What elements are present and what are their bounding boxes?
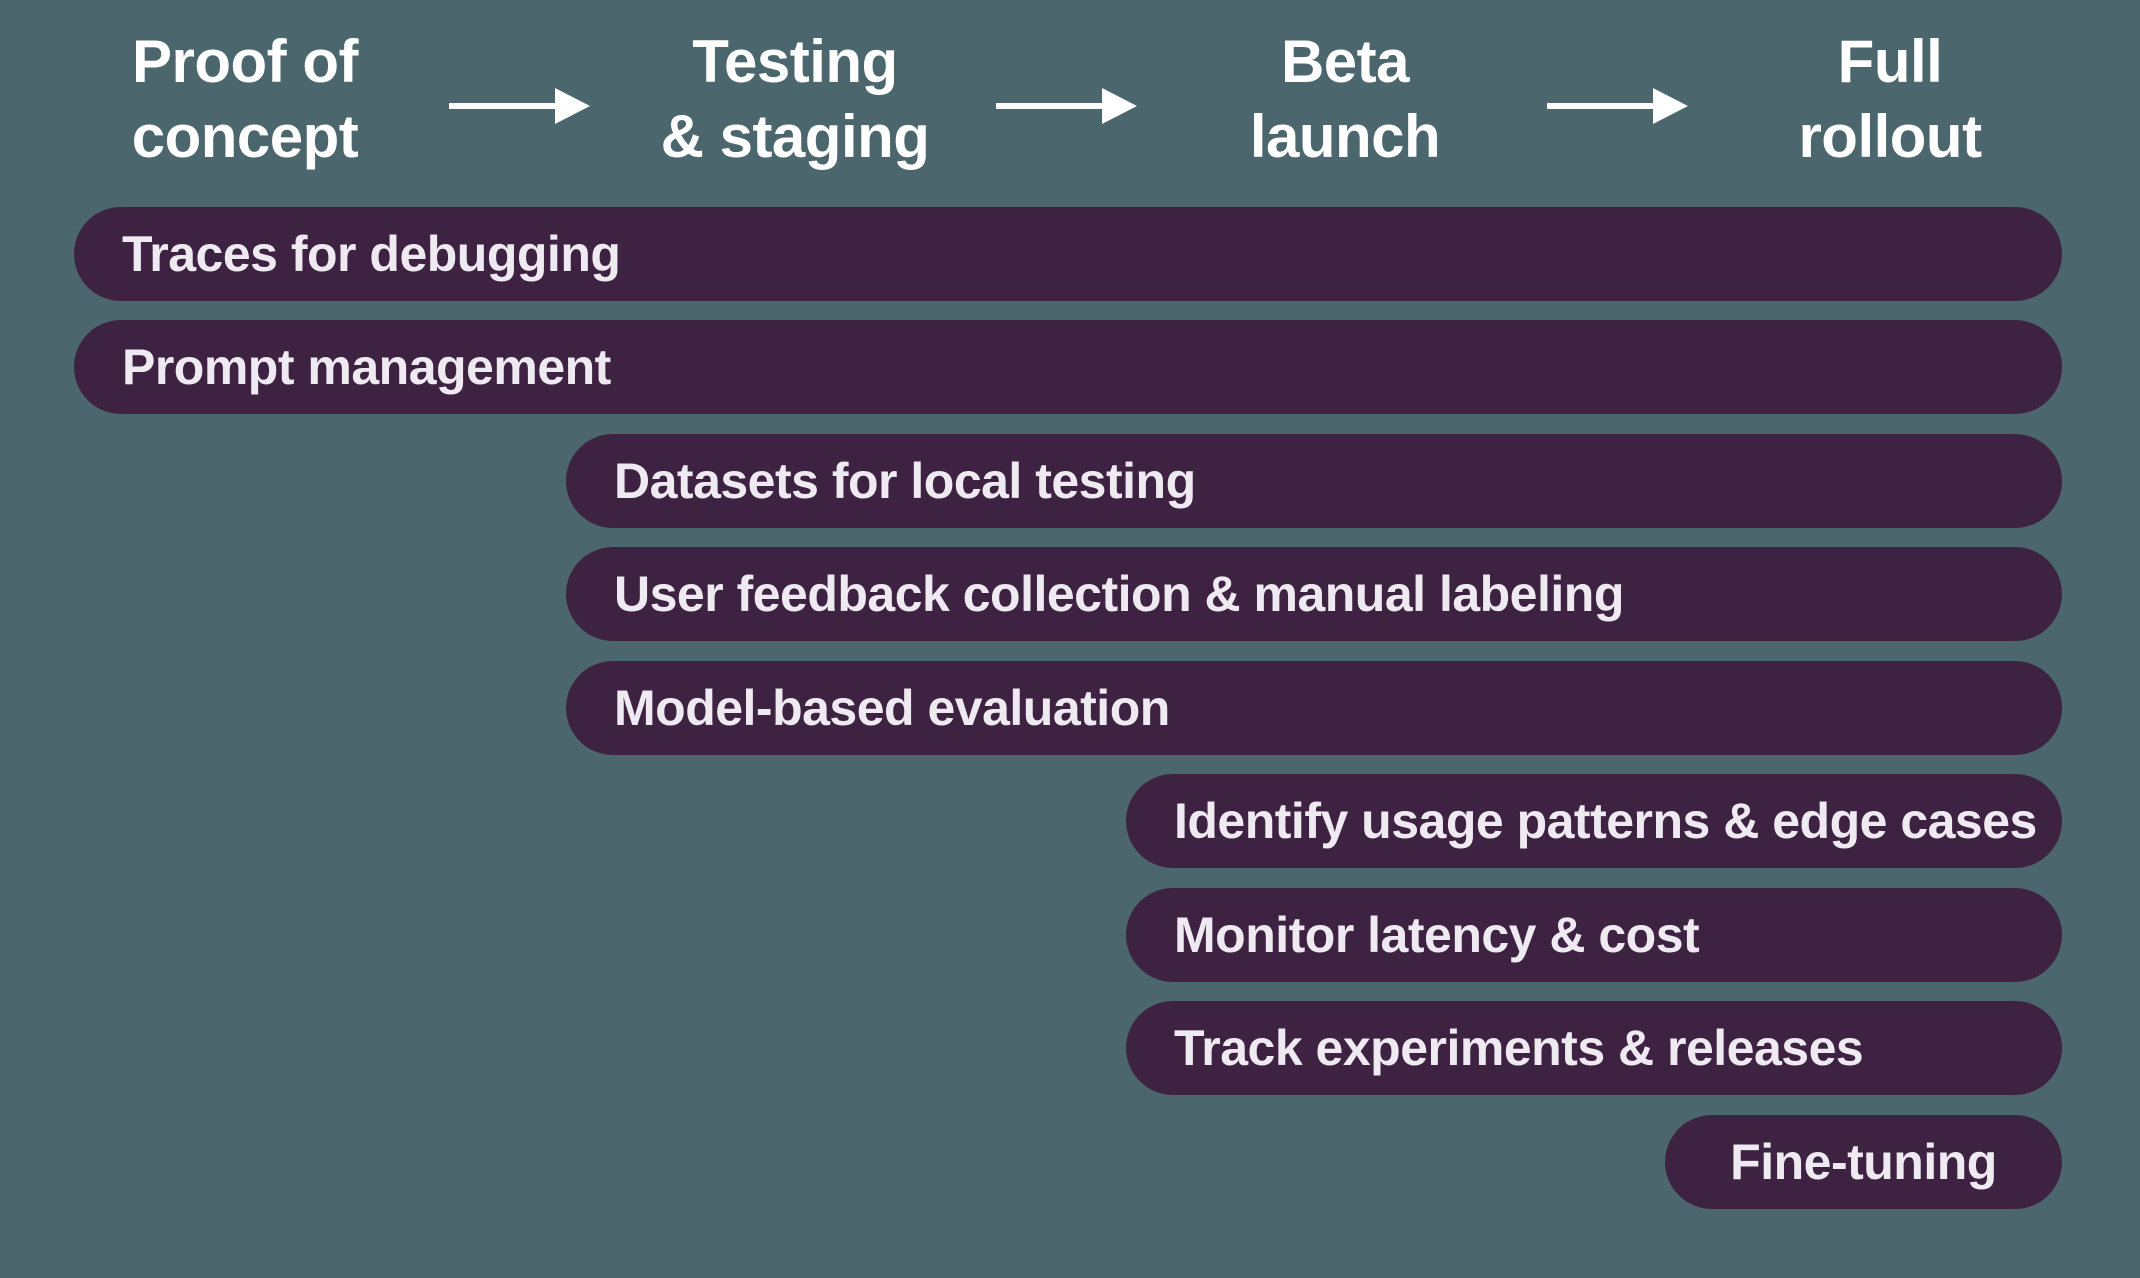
bar-fine-tuning: Fine-tuning bbox=[1665, 1115, 2062, 1209]
bar-label: Datasets for local testing bbox=[614, 453, 1196, 509]
bar-label: User feedback collection & manual labeli… bbox=[614, 566, 1624, 622]
phase-label-line: concept bbox=[131, 103, 359, 170]
phase-label-line: launch bbox=[1249, 103, 1441, 170]
bar-prompt-management: Prompt management bbox=[74, 320, 2062, 414]
bar-identify-usage-patterns: Identify usage patterns & edge cases bbox=[1126, 774, 2062, 868]
phase-label-line: Testing bbox=[692, 28, 898, 95]
bar-monitor-latency-cost: Monitor latency & cost bbox=[1126, 888, 2062, 982]
phase-label-line: rollout bbox=[1798, 103, 1982, 170]
bar-label: Identify usage patterns & edge cases bbox=[1174, 793, 2037, 849]
phase-header-testing-staging: Testing & staging bbox=[535, 24, 1055, 174]
bar-label: Model-based evaluation bbox=[614, 680, 1170, 736]
phase-label-line: Full bbox=[1837, 28, 1943, 95]
bar-label: Track experiments & releases bbox=[1174, 1020, 1864, 1076]
phase-label-line: Beta bbox=[1280, 28, 1410, 95]
bar-datasets-for-local-testing: Datasets for local testing bbox=[566, 434, 2062, 528]
bar-model-based-evaluation: Model-based evaluation bbox=[566, 661, 2062, 755]
right-arrow-icon bbox=[996, 88, 1137, 124]
bar-label: Monitor latency & cost bbox=[1174, 907, 1700, 963]
phase-header-proof-of-concept: Proof of concept bbox=[0, 24, 505, 174]
bar-label: Fine-tuning bbox=[1730, 1134, 1997, 1190]
bar-label: Traces for debugging bbox=[122, 226, 621, 282]
phase-header-full-rollout: Full rollout bbox=[1630, 24, 2140, 174]
right-arrow-icon bbox=[1547, 88, 1688, 124]
bar-track-experiments-releases: Track experiments & releases bbox=[1126, 1001, 2062, 1095]
phase-label-line: & staging bbox=[660, 103, 930, 170]
bar-traces-for-debugging: Traces for debugging bbox=[74, 207, 2062, 301]
right-arrow-icon bbox=[449, 88, 590, 124]
phase-header-beta-launch: Beta launch bbox=[1085, 24, 1605, 174]
phase-label-line: Proof of bbox=[132, 28, 358, 95]
bar-label: Prompt management bbox=[122, 339, 611, 395]
bar-user-feedback-collection: User feedback collection & manual labeli… bbox=[566, 547, 2062, 641]
